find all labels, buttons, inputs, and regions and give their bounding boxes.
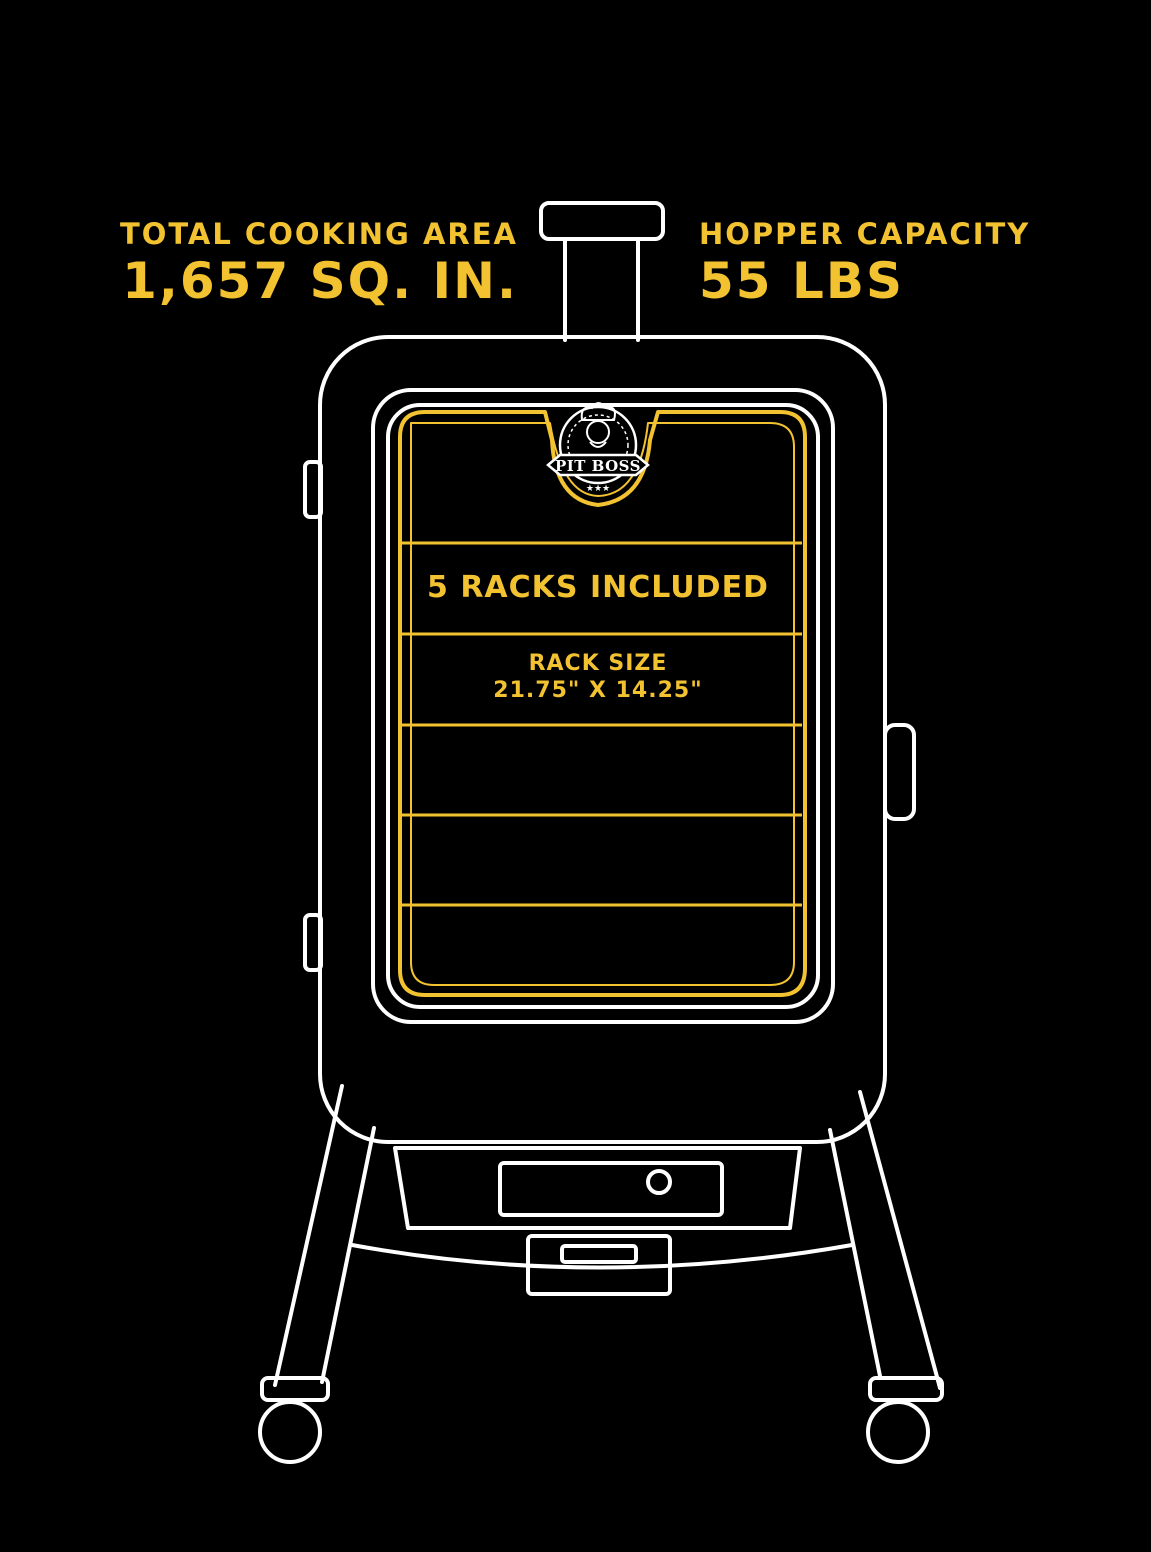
cooking-area-value: 1,657 SQ. IN. [122, 252, 518, 310]
hopper-capacity-value: 55 LBS [699, 252, 904, 310]
hopper-capacity-label: HOPPER CAPACITY [699, 217, 1030, 251]
foot-pad-right [868, 1376, 944, 1402]
leg-front-left-inner [320, 1126, 376, 1384]
svg-text:★★★: ★★★ [586, 484, 610, 494]
rack-size-label: RACK SIZE [529, 651, 668, 676]
pit-boss-logo-text: PIT BOSS [555, 457, 641, 475]
racks-included-label: 5 RACKS INCLUDED [427, 570, 769, 605]
control-knob-icon [646, 1169, 672, 1195]
chef-badge-icon: PIT BOSS ★★★ [546, 402, 650, 494]
cooking-area-spec: TOTAL COOKING AREA 1,657 SQ. IN. [120, 217, 518, 310]
ash-drawer [526, 1234, 672, 1296]
leg-front-right-outer [858, 1090, 942, 1390]
leg-front-left-outer [273, 1084, 344, 1387]
door-handle [883, 723, 916, 821]
firebox-housing [393, 1146, 802, 1230]
foot-pad-left [260, 1376, 330, 1402]
ash-drawer-handle [560, 1244, 638, 1264]
caster-right [866, 1400, 930, 1464]
hinge-bottom [303, 913, 323, 972]
cooking-area-label: TOTAL COOKING AREA [120, 217, 518, 251]
racks [402, 541, 802, 907]
cooking-chamber-outline [398, 410, 807, 997]
hopper-capacity-spec: HOPPER CAPACITY 55 LBS [699, 217, 1030, 310]
leg-front-right-inner [828, 1128, 882, 1378]
hinge-top [303, 460, 323, 519]
firebox-skirt [350, 1243, 854, 1270]
chimney-pipe [563, 237, 640, 342]
rack-size-value: 21.75" X 14.25" [493, 678, 702, 703]
chimney-cap [539, 201, 665, 241]
caster-left [258, 1400, 322, 1464]
control-panel [498, 1161, 724, 1217]
window-frame-outer [371, 388, 835, 1024]
